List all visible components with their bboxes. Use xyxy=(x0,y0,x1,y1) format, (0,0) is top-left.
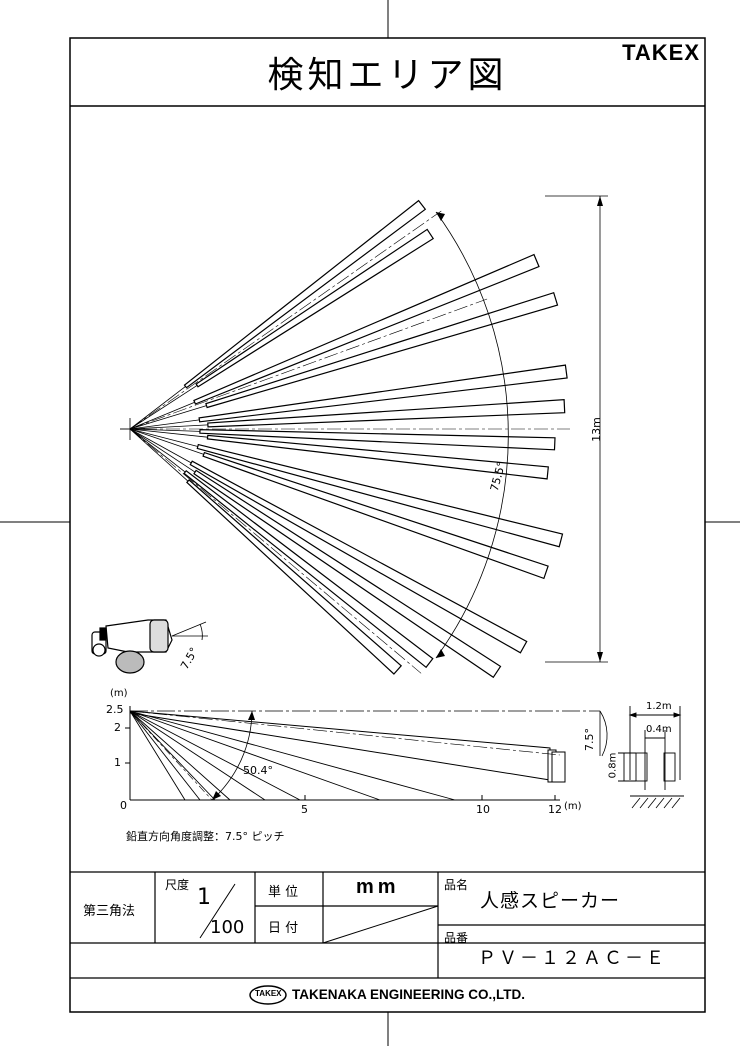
projection-method: 第三角法 xyxy=(83,904,136,919)
beam-ray xyxy=(129,419,200,430)
beam-ray xyxy=(129,428,189,482)
product-name: 人感スピーカー xyxy=(480,890,621,912)
detection-beam xyxy=(206,434,549,480)
beam-center-line xyxy=(129,210,442,430)
detection-beam xyxy=(202,451,549,580)
detection-beam xyxy=(207,399,566,428)
detection-beam xyxy=(205,291,559,409)
detail-gap-label: 0.4m xyxy=(646,724,672,735)
y-tick-2-5: 2.5 xyxy=(106,703,124,716)
detection-beam xyxy=(186,479,403,675)
company-name: TAKENAKA ENGINEERING CO.,LTD. xyxy=(292,987,526,1002)
beam-ray xyxy=(129,428,208,438)
detection-beam xyxy=(196,443,564,548)
scale-label: 尺度 xyxy=(165,878,190,892)
beam-ray xyxy=(129,428,196,473)
x-tick-10: 10 xyxy=(476,803,490,816)
beam-ray xyxy=(129,405,207,430)
x-tick-12: 12 xyxy=(548,803,562,816)
beam-center-line xyxy=(129,298,488,430)
beam-ray xyxy=(129,385,198,430)
beam-ray xyxy=(129,386,186,430)
detection-beam xyxy=(189,460,528,654)
product-name-label: 品名 xyxy=(444,878,469,892)
date-label: 日 付 xyxy=(268,921,299,936)
product-number-label: 品番 xyxy=(444,931,469,945)
x-tick-5: 5 xyxy=(301,803,308,816)
beam-ray xyxy=(129,428,204,455)
unit-label: 単 位 xyxy=(268,885,299,900)
unit-value: mm xyxy=(356,876,400,898)
detection-beam xyxy=(198,364,568,423)
top-view-diagram xyxy=(91,195,608,679)
detection-beam xyxy=(199,428,556,451)
y-axis-unit: (m) xyxy=(110,688,128,699)
y-tick-2: 2 xyxy=(114,721,121,734)
detail-width-label: 1.2m xyxy=(646,701,672,712)
beam-ray xyxy=(129,428,198,447)
product-number: ＰＶ－１２ＡＣ－Ｅ xyxy=(478,948,667,969)
x-axis-unit: (m) xyxy=(564,801,582,812)
scale-denominator: 100 xyxy=(210,917,245,938)
side-view-diagram xyxy=(125,706,684,809)
detection-beam xyxy=(183,199,427,389)
brand-logo: TAKEX xyxy=(622,40,700,65)
beam-ray xyxy=(129,401,195,430)
beam-center-line xyxy=(129,428,422,674)
detection-beam xyxy=(193,253,540,405)
vertical-adjust-note: 鉛直方向角度調整：7.5° ピッチ xyxy=(126,830,285,843)
y-tick-1: 1 xyxy=(114,756,121,769)
angle-label-vertical: 50.4° xyxy=(243,764,273,777)
y-tick-0: 0 xyxy=(120,799,127,812)
beam-ray xyxy=(129,424,208,430)
beam-ray xyxy=(129,428,186,473)
beam-ray xyxy=(129,428,192,464)
detection-beam xyxy=(195,228,435,388)
scale-numerator: 1 xyxy=(197,885,211,910)
detection-beam xyxy=(183,469,434,669)
detection-beam xyxy=(193,469,502,679)
company-logo-badge: TAKEX xyxy=(255,989,282,998)
page-title: 検知エリア図 xyxy=(267,55,508,96)
